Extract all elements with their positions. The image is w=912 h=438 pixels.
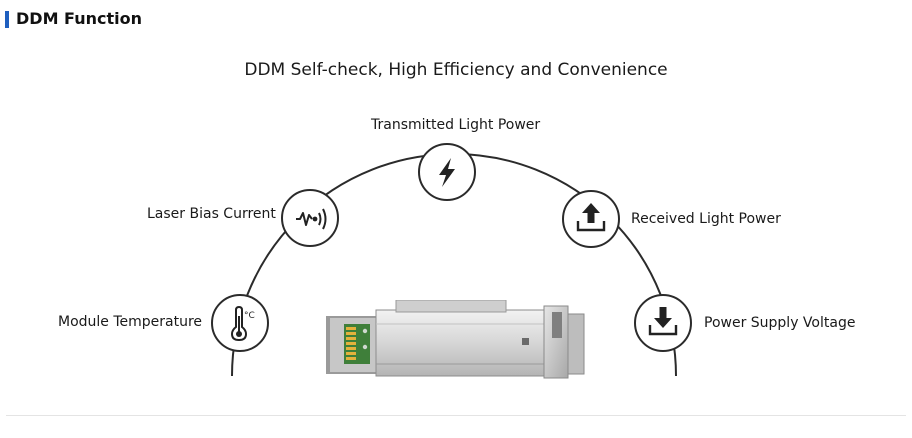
- waveform-signal-icon: [296, 208, 327, 230]
- node-transmitted-light-power: [418, 143, 476, 201]
- download-arrow-icon: [648, 307, 678, 336]
- lightning-bolt-icon: [439, 158, 455, 187]
- thermometer-celsius-icon: °C: [230, 305, 255, 342]
- celsius-unit-label: °C: [244, 311, 255, 321]
- page-subtitle: DDM Self-check, High Efficiency and Conv…: [244, 60, 668, 80]
- node-laser-bias-current: [281, 189, 339, 247]
- label-power-supply-voltage: Power Supply Voltage: [704, 315, 856, 331]
- label-module-temperature: Module Temperature: [58, 314, 203, 330]
- label-transmitted-light-power: Transmitted Light Power: [371, 117, 541, 133]
- upload-arrow-icon: [576, 203, 606, 232]
- label-laser-bias-current: Laser Bias Current: [147, 206, 276, 222]
- section-title: DDM Function: [16, 9, 142, 28]
- node-received-light-power: [562, 190, 620, 248]
- node-power-supply-voltage: [634, 294, 692, 352]
- label-received-light-power: Received Light Power: [631, 211, 781, 227]
- bottom-divider: [6, 415, 906, 416]
- sfp-module-image: [326, 300, 585, 379]
- node-module-temperature: °C: [211, 294, 269, 352]
- section-accent-bar: [5, 11, 9, 28]
